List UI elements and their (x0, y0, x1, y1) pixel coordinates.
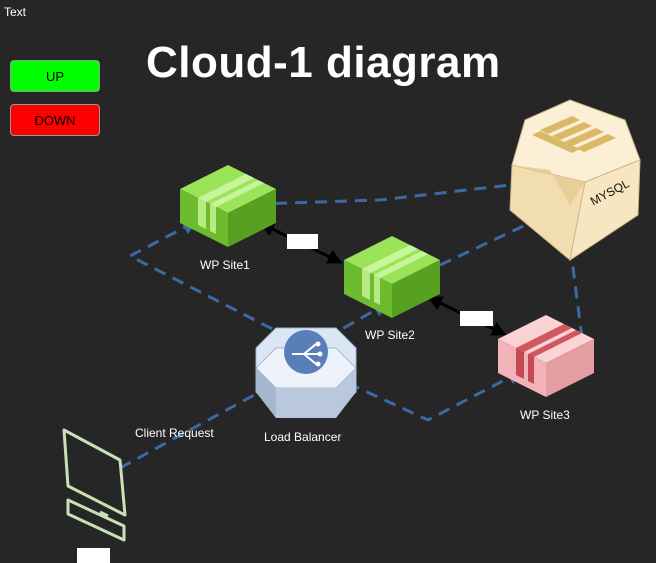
database-cube-icon (509, 99, 641, 262)
client-request-label: Client Request (135, 426, 214, 440)
package-icon (180, 165, 276, 247)
link-client-to-lb (119, 380, 281, 470)
edge-label-box (460, 311, 493, 326)
wp-site2-label: WP Site2 (365, 328, 415, 342)
edge-label-box (287, 234, 318, 249)
load-balancer-icon (255, 327, 357, 418)
wp-site1-label: WP Site1 (200, 258, 250, 272)
corner-text: Text (4, 5, 27, 19)
computer-terminal-icon (62, 428, 127, 542)
edge-label-box (77, 548, 110, 563)
legend-down-button[interactable]: DOWN (10, 104, 100, 136)
package-icon (498, 315, 594, 397)
package-icon (344, 236, 440, 318)
page-title: Cloud-1 diagram (146, 38, 501, 87)
load-balancer-label: Load Balancer (264, 430, 342, 444)
wp-site3-label: WP Site3 (520, 408, 570, 422)
link-lb-to-site1 (126, 220, 291, 340)
link-lb-to-site3 (329, 370, 523, 422)
link-site1-to-mysql (254, 175, 539, 206)
legend-up-button[interactable]: UP (10, 60, 100, 92)
